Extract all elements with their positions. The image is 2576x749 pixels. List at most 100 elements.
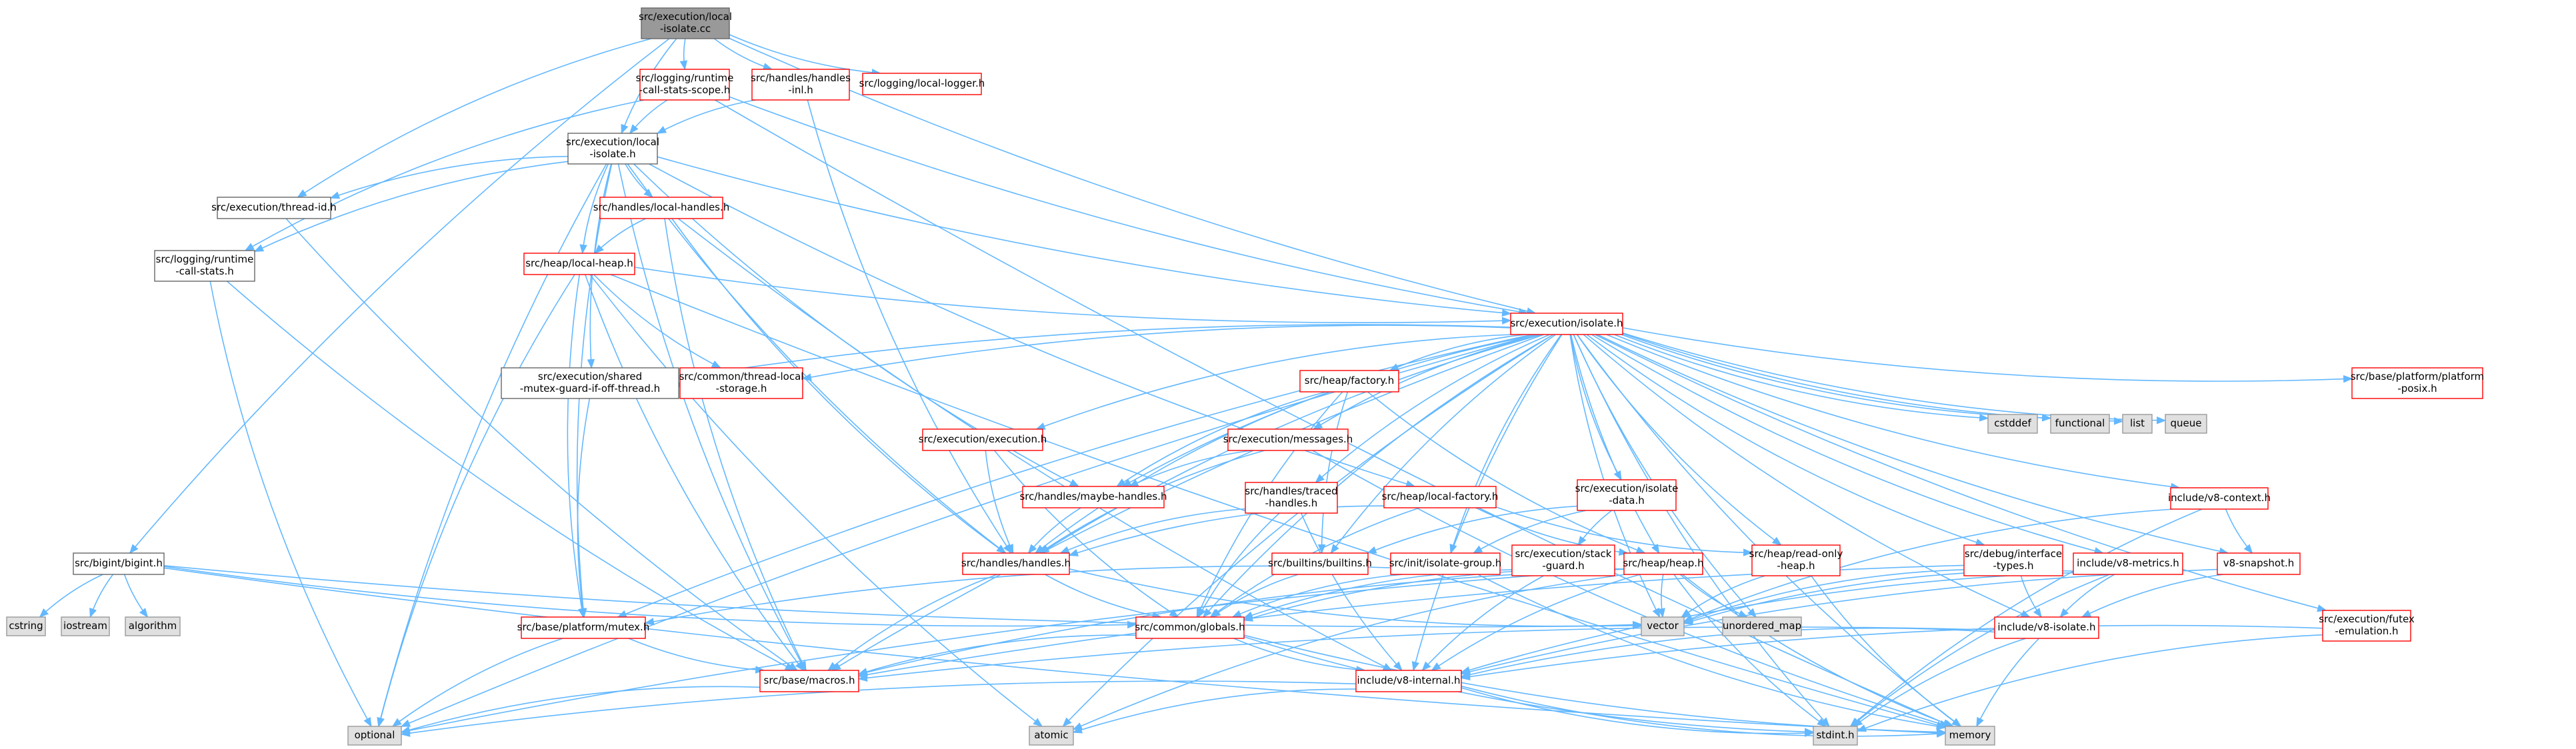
node-vector: vector — [1641, 616, 1685, 636]
edge-tid-to-macros — [285, 218, 799, 671]
node-label-smg-1: -mutex-guard-if-off-thread.h — [520, 382, 660, 394]
node-v8int[interactable]: include/v8-internal.h — [1355, 670, 1462, 692]
node-heap[interactable]: src/heap/heap.h — [1623, 552, 1704, 575]
node-llogger[interactable]: src/logging/local-logger.h — [859, 73, 985, 95]
node-lrcs[interactable]: src/logging/runtime-call-stats.h — [154, 250, 255, 282]
node-label-roheap-1: -heap.h — [1777, 560, 1815, 572]
node-label-cstring-0: cstring — [9, 620, 43, 632]
node-v8metrics[interactable]: include/v8-metrics.h — [2073, 552, 2183, 575]
node-box-macros — [759, 670, 859, 692]
edge-iso-to-posix — [1622, 327, 2353, 383]
edge-v8int-to-atomic — [1072, 688, 1357, 734]
node-box-iostream — [61, 616, 110, 636]
edge-root-to-lrcss — [679, 38, 688, 71]
edge-iso-to-atomic — [1062, 334, 1554, 728]
node-label-vector-0: vector — [1647, 620, 1679, 632]
node-globals[interactable]: src/common/globals.h — [1135, 616, 1245, 639]
edge-traced-to-globals — [1197, 512, 1280, 618]
node-label-tls-1: -storage.h — [716, 382, 767, 394]
node-v8iso[interactable]: include/v8-isolate.h — [1994, 616, 2099, 639]
node-label-iostream-0: iostream — [63, 620, 107, 632]
node-bigint[interactable]: src/bigint/bigint.h — [73, 552, 165, 575]
node-root[interactable]: src/execution/local-isolate.cc — [639, 7, 732, 39]
node-eli[interactable]: src/execution/local-isolate.h — [566, 133, 659, 165]
edge-v8metrics-to-v8iso — [2059, 574, 2115, 618]
node-v8ctx[interactable]: include/v8-context.h — [2168, 487, 2271, 510]
node-box-lheap — [523, 253, 635, 275]
edge-hinl-to-eli — [656, 99, 756, 134]
node-v8snap[interactable]: v8-snapshot.h — [2217, 552, 2301, 575]
edge-iso-to-v8ctx — [1606, 334, 2181, 491]
node-msgs[interactable]: src/execution/messages.h — [1223, 428, 1353, 451]
edge-smg-to-mutex — [577, 398, 591, 618]
node-label-v8metrics-0: include/v8-metrics.h — [2077, 557, 2179, 569]
edge-macros-to-optional — [400, 686, 761, 734]
node-label-futex-0: src/execution/futex — [2319, 613, 2415, 625]
edge-maybe-to-handles — [1027, 507, 1081, 554]
edge-fac-to-handles — [1035, 391, 1331, 554]
node-tls[interactable]: src/common/thread-local-storage.h — [679, 367, 804, 399]
node-handles[interactable]: src/handles/handles.h — [961, 552, 1071, 575]
node-lrcss[interactable]: src/logging/runtime-call-stats-scope.h — [636, 69, 734, 101]
node-mutex[interactable]: src/base/platform/mutex.h — [517, 616, 650, 639]
node-roheap[interactable]: src/heap/read-only-heap.h — [1749, 544, 1843, 576]
node-lh[interactable]: src/handles/local-handles.h — [593, 197, 730, 219]
node-maybe[interactable]: src/handles/maybe-handles.h — [1019, 486, 1167, 508]
edge-iso-to-isodata — [1569, 334, 1622, 481]
node-label-isodata-0: src/execution/isolate — [1575, 482, 1679, 494]
edge-lheap-to-optional — [377, 274, 575, 728]
node-exec[interactable]: src/execution/execution.h — [919, 428, 1047, 451]
node-label-traced-0: src/handles/traced — [1245, 485, 1337, 497]
node-box-stackg — [1511, 544, 1615, 576]
node-stackg[interactable]: src/execution/stack-guard.h — [1511, 544, 1615, 576]
node-builtins[interactable]: src/builtins/builtins.h — [1268, 552, 1372, 575]
edge-lheap-to-macros — [585, 274, 805, 672]
node-box-isodata — [1577, 479, 1677, 511]
node-dbg[interactable]: src/debug/interface-types.h — [1963, 544, 2063, 576]
edge-v8iso-to-memory — [1976, 638, 2040, 728]
edge-isogrp-to-memory — [1477, 574, 1947, 730]
node-box-fac — [1299, 370, 1399, 392]
node-futex[interactable]: src/execution/futex-emulation.h — [2319, 610, 2415, 642]
node-label-optional-0: optional — [355, 729, 395, 741]
edge-isodata-to-builtins — [1367, 505, 1578, 554]
node-box-queue — [2165, 414, 2207, 434]
node-box-atomic — [1029, 726, 1074, 746]
node-smg[interactable]: src/execution/shared-mutex-guard-if-off-… — [501, 367, 679, 399]
edge-iso-to-exec — [1035, 334, 1513, 430]
edge-lrcss-to-iso — [729, 96, 1529, 316]
edge-v8ctx-to-v8snap — [2225, 508, 2253, 554]
node-label-heap-0: src/heap/heap.h — [1623, 557, 1703, 569]
node-lheap[interactable]: src/heap/local-heap.h — [523, 253, 635, 275]
node-posix[interactable]: src/base/platform/platform-posix.h — [2351, 367, 2484, 399]
node-label-exec-0: src/execution/execution.h — [919, 433, 1047, 445]
node-umap: unordered_map — [1722, 616, 1802, 636]
node-label-queue-0: queue — [2171, 417, 2202, 429]
edge-root-to-tid — [297, 38, 652, 198]
node-iso[interactable]: src/execution/isolate.h — [1510, 313, 1623, 335]
edge-iso-to-v8metrics — [1591, 334, 2104, 555]
node-label-stackg-1: -guard.h — [1542, 560, 1584, 572]
edge-iso-to-macros — [831, 334, 1545, 671]
node-macros[interactable]: src/base/macros.h — [759, 670, 859, 692]
edge-v8snap-to-v8int — [1460, 568, 2218, 676]
node-isodata[interactable]: src/execution/isolate-data.h — [1575, 479, 1679, 511]
node-label-handles-0: src/handles/handles.h — [961, 557, 1071, 569]
edge-iso-to-isogrp — [1449, 334, 1562, 554]
node-box-memory — [1945, 726, 1995, 746]
edge-lheap-to-iso — [634, 267, 1512, 325]
node-box-algorithm — [125, 616, 181, 636]
node-box-cstring — [6, 616, 46, 636]
node-isogrp[interactable]: src/init/isolate-group.h — [1389, 552, 1502, 575]
node-box-heap — [1623, 552, 1703, 575]
edge-dbg-to-vector — [1683, 569, 1965, 624]
node-fac[interactable]: src/heap/factory.h — [1299, 370, 1399, 392]
edge-mutex-to-optional — [391, 638, 563, 727]
node-hinl[interactable]: src/handles/handles-inl.h — [751, 69, 851, 101]
node-tid[interactable]: src/execution/thread-id.h — [211, 197, 337, 219]
node-label-isogrp-0: src/init/isolate-group.h — [1389, 557, 1502, 569]
node-label-msgs-0: src/execution/messages.h — [1223, 433, 1353, 445]
node-label-tid-0: src/execution/thread-id.h — [211, 201, 337, 213]
node-traced[interactable]: src/handles/traced-handles.h — [1245, 482, 1338, 514]
node-lfac[interactable]: src/heap/local-factory.h — [1382, 486, 1499, 508]
